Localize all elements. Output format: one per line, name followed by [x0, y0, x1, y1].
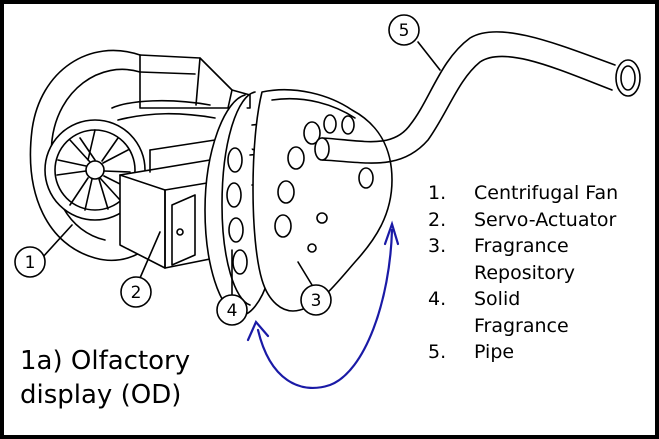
callout-4-label: 4: [227, 301, 238, 321]
legend-number: 1.: [428, 182, 447, 204]
callout-5: [388, 14, 441, 71]
callout-2-label: 2: [131, 283, 142, 303]
caption-line-1: 1a) Olfactory: [20, 346, 191, 376]
legend-number: 4.: [428, 288, 447, 310]
legend-number: 3.: [428, 235, 447, 257]
callout-5-label: 5: [399, 21, 410, 41]
legend-item-continuation: Repository: [428, 260, 618, 287]
legend-item-continuation: Fragrance: [428, 313, 618, 340]
callout-1-label: 1: [25, 253, 36, 273]
legend-label: Servo-Actuator: [474, 208, 617, 231]
legend-item: 5. Pipe: [428, 339, 618, 366]
callout-2: [120, 231, 161, 308]
legend-number: 2.: [428, 208, 447, 231]
legend-label: Fragrance: [474, 235, 569, 257]
legend-number-spacer: [428, 313, 474, 340]
legend-label: Repository: [474, 261, 576, 284]
legend-label: Fragrance: [474, 314, 569, 337]
caption-line-2: display (OD): [20, 380, 182, 410]
figure-caption: 1a) Olfactory display (OD): [20, 344, 190, 412]
rotation-arrow: [246, 220, 400, 390]
callout-3-label: 3: [311, 291, 322, 311]
legend-label: Centrifugal Fan: [474, 182, 619, 204]
legend-label: Solid: [474, 288, 521, 310]
legend-label: Pipe: [474, 341, 515, 363]
legend-item: 3. Fragrance: [428, 233, 618, 260]
pipe: [314, 31, 641, 164]
callout-3: [297, 261, 332, 316]
callout-1: [14, 224, 73, 278]
legend-number: 5.: [428, 341, 447, 363]
legend: 1. Centrifugal Fan 2. Servo-Actuator 3. …: [428, 180, 618, 366]
legend-number-spacer: [428, 260, 474, 287]
legend-item: 2. Servo-Actuator: [428, 207, 618, 234]
legend-item: 4. Solid: [428, 286, 618, 313]
fragrance-repository: [252, 88, 393, 312]
callout-4: [216, 249, 248, 326]
legend-item: 1. Centrifugal Fan: [428, 180, 618, 207]
